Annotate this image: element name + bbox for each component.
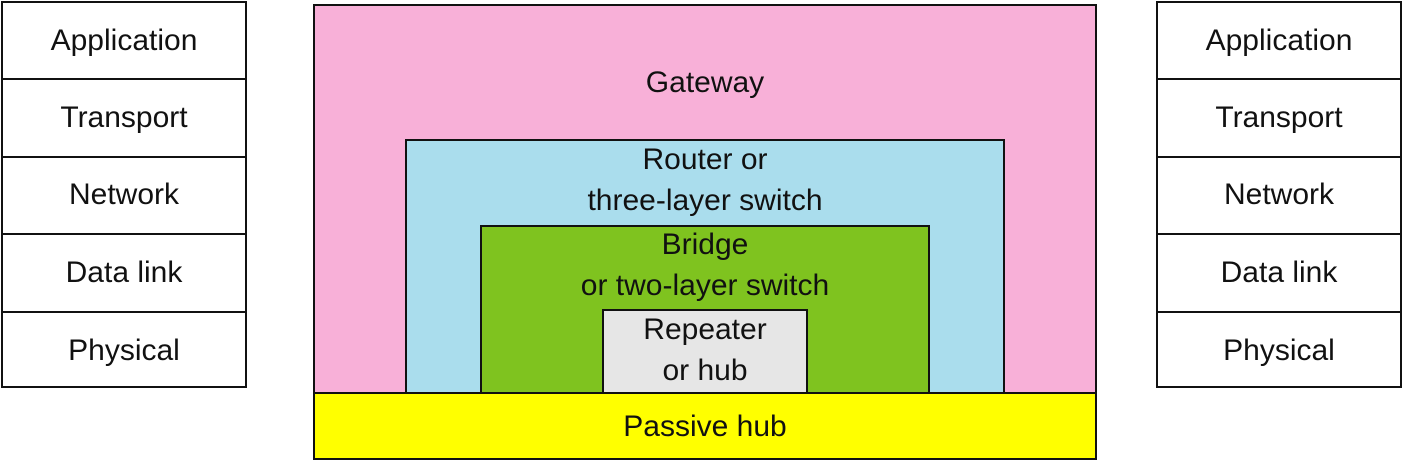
repeater-label: Repeater or hub [604,309,806,391]
left-layer-network: Network [3,158,245,236]
repeater-label-line2: or hub [662,354,748,387]
router-label-line2: three-layer switch [587,184,823,217]
right-layer-data-link: Data link [1158,235,1400,313]
bridge-label-line1: Bridge [661,228,749,261]
passive-hub-label: Passive hub [623,409,787,443]
bridge-label-line2: or two-layer switch [580,269,830,302]
left-protocol-stack: Application Transport Network Data link … [1,1,247,388]
gateway-label: Gateway [645,66,765,99]
right-protocol-stack: Application Transport Network Data link … [1156,1,1402,388]
left-layer-transport: Transport [3,80,245,158]
right-layer-physical: Physical [1223,334,1335,368]
left-layer-application: Application [3,3,245,81]
repeater-label-line1: Repeater [643,313,767,346]
right-layer-transport: Transport [1158,80,1400,158]
repeater-box: Repeater or hub [602,309,808,394]
left-layer-data-link: Data link [3,235,245,313]
right-layer-application: Application [1158,3,1400,81]
bridge-label: Bridge or two-layer switch [482,224,928,306]
router-label: Router or three-layer switch [407,139,1003,221]
router-label-line1: Router or [642,143,768,176]
right-layer-network: Network [1158,158,1400,236]
left-layer-physical: Physical [68,334,180,368]
passive-hub-box: Passive hub [313,392,1097,460]
